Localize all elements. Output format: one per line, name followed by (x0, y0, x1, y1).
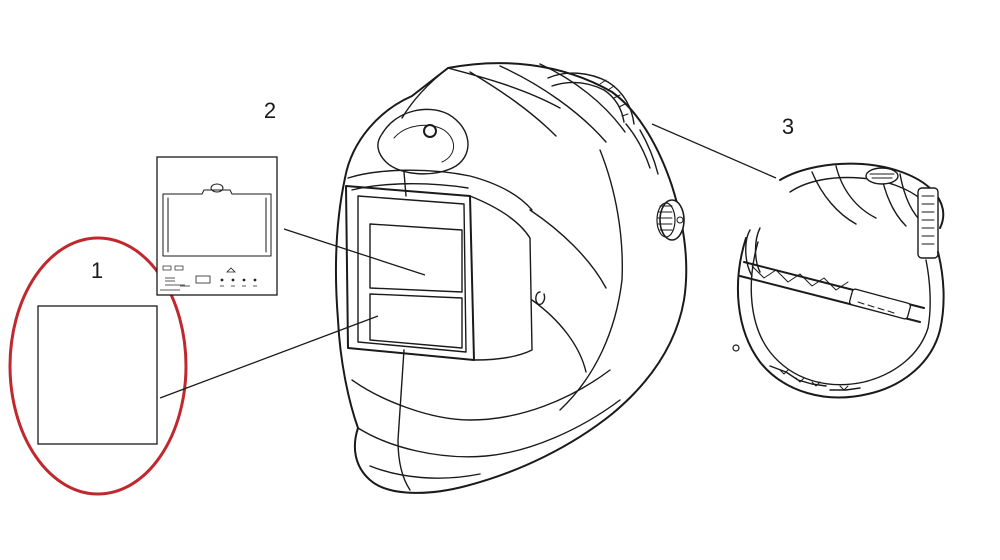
helmet-side-screw (535, 291, 546, 306)
filter-cartridge-body (156, 156, 278, 296)
part-2-filter-cartridge-group: 2 (156, 98, 426, 296)
part-1-protective-lens-group: 1 (8, 236, 379, 496)
headgear-crown-dial-icon (865, 167, 899, 185)
helmet-window-frame-inner (357, 195, 467, 353)
part-3-headgear-group: 3 (651, 114, 945, 399)
helmet-attached-headgear (547, 72, 685, 241)
helmet-window-frame-outer (345, 185, 475, 361)
headgear-side-clip (732, 344, 740, 352)
filter-control-markings (160, 265, 257, 291)
helmet-headgear-side-band (625, 123, 659, 175)
headgear-head-ring (737, 237, 945, 399)
headgear-crown-straps (811, 165, 925, 227)
leader-line-3 (651, 123, 777, 179)
protective-lens-plate (37, 305, 158, 445)
helmet-lens-lower (369, 293, 463, 349)
helmet-chin-curves (351, 369, 621, 479)
helmet-headgear-top-strap (547, 72, 635, 125)
filter-sensor-dot (210, 183, 224, 193)
headgear-right-pivot-icon (917, 187, 939, 259)
headgear-sizing-band (848, 288, 912, 320)
helmet-headgear-strap-ribs (599, 79, 629, 117)
helmet-vent-knob (423, 124, 437, 138)
headgear-nape-strap (769, 365, 861, 391)
helmet-center-seam (397, 171, 411, 491)
callout-label-1: 1 (91, 258, 103, 283)
helmet-forehead-panel (347, 169, 533, 211)
headgear-crown-inner (789, 176, 923, 201)
leader-line-2 (283, 228, 426, 276)
callout-label-2: 2 (264, 98, 276, 123)
helmet-window-side (469, 195, 533, 361)
ratchet-knob-icon (656, 199, 685, 241)
filter-window-rails (167, 197, 267, 253)
helmet-front-vent (377, 108, 469, 175)
welding-helmet-shell (335, 62, 688, 494)
helmet-lens-upper (369, 223, 463, 293)
leader-line-1 (159, 315, 379, 399)
headgear-truss-pattern (751, 265, 849, 291)
filter-viewing-window (162, 189, 272, 257)
helmet-crown-ridges (401, 63, 626, 143)
helmet-side-contours (529, 149, 623, 411)
headgear-nape-markings (779, 369, 849, 391)
helmet-vent-inner (393, 124, 454, 163)
headgear-crown-band (779, 162, 945, 229)
highlight-ellipse (8, 236, 188, 496)
helmet-outline (335, 62, 688, 494)
headgear-head-ring-inner (750, 241, 931, 386)
callout-label-3: 3 (782, 114, 794, 139)
